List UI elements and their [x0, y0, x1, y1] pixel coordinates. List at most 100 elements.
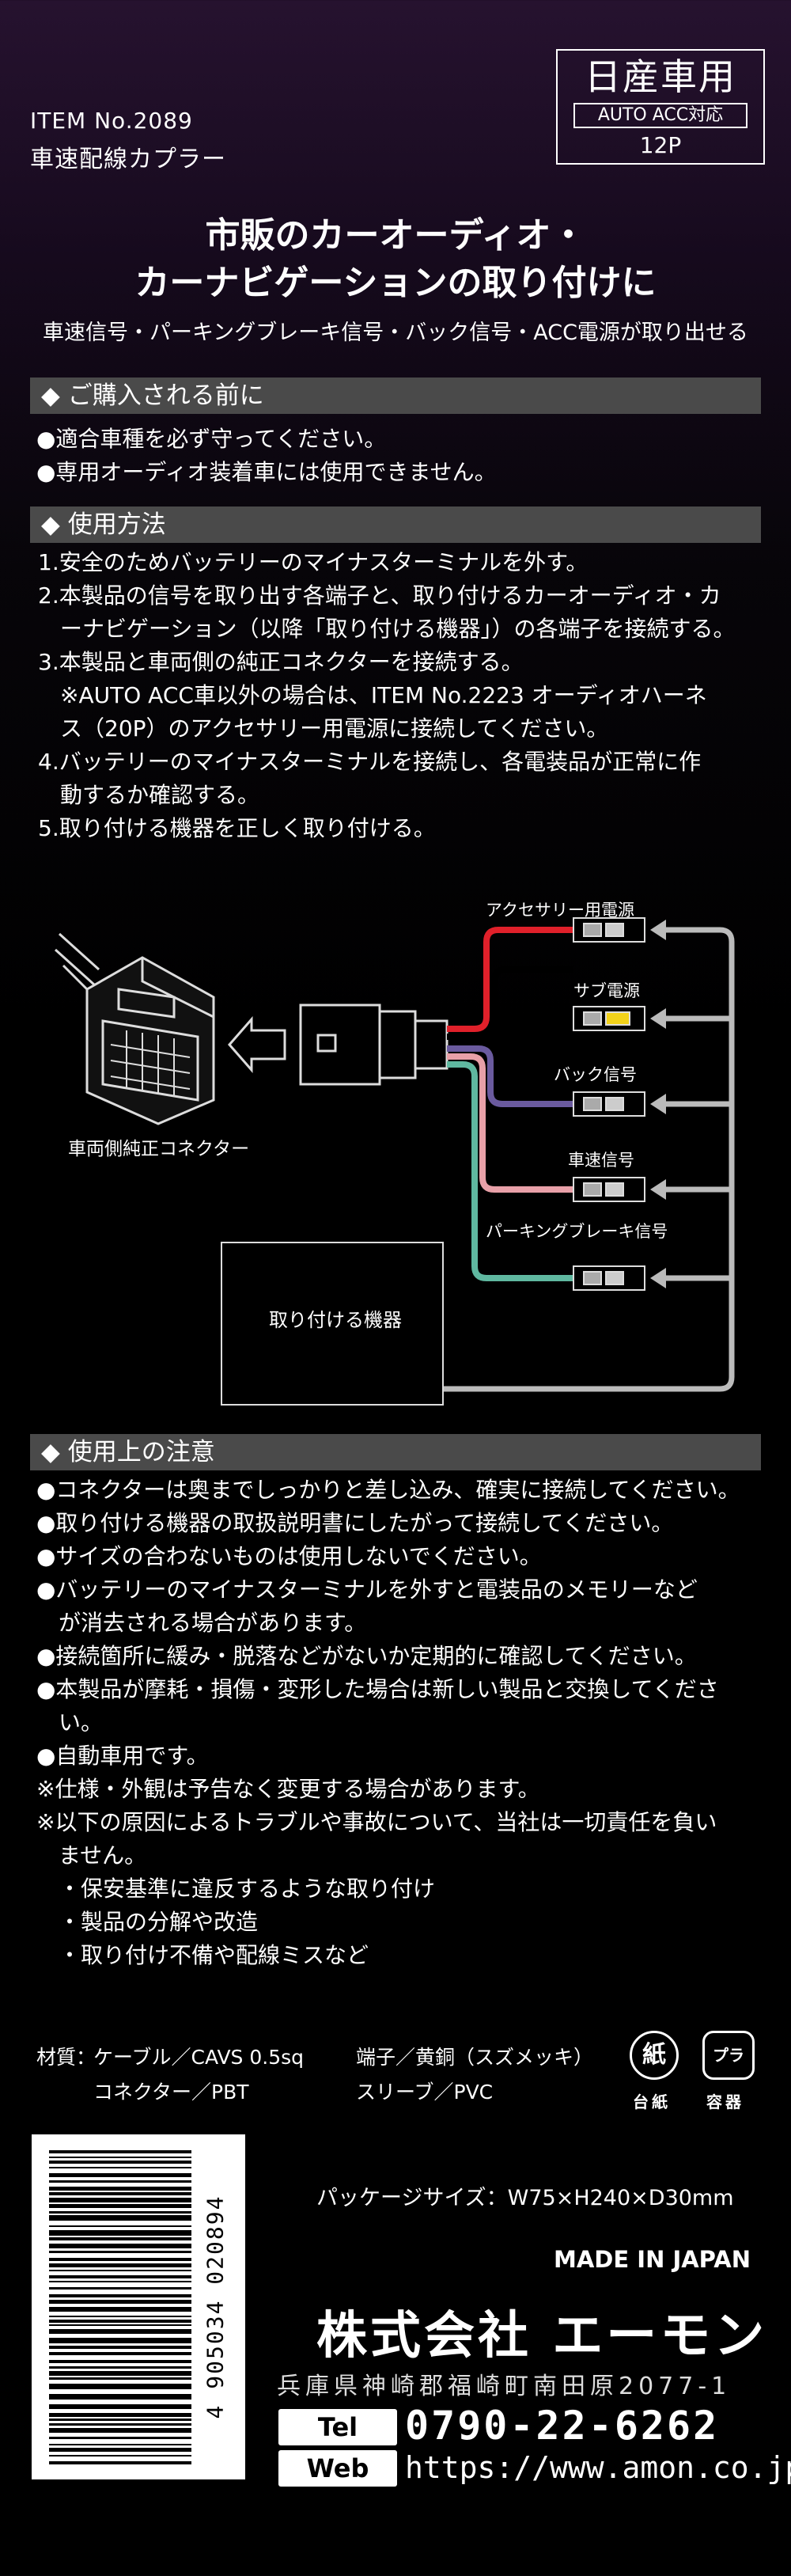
barcode-bar: [49, 2329, 191, 2334]
usage-line: ーナビゲーション（以降「取り付ける機器」）の各端子を接続する。: [38, 616, 736, 642]
barcode-bar: [49, 2300, 191, 2304]
list-item: ●適合車種を必ず守ってください。: [36, 426, 387, 452]
paper-recycle-icon: 紙: [630, 2031, 679, 2080]
tel-number: 0790-22-6262: [405, 2403, 720, 2449]
barcode-bar: [49, 2419, 191, 2421]
barcode-bar: [49, 2461, 191, 2464]
vehicle-badge: 日産車用 AUTO ACC対応 12P: [556, 49, 765, 165]
caution-line: ※仕様・外観は予告なく変更する場合があります。: [36, 1776, 540, 1802]
spec-sleeve: スリーブ／PVC: [356, 2081, 494, 2104]
caution-line: ません。: [36, 1842, 147, 1868]
caution-line: ●バッテリーのマイナスターミナルを外すと電装品のメモリーなど: [36, 1576, 698, 1603]
wire-label-back: バック信号: [554, 1065, 637, 1084]
cautions-list: ●コネクターは奥までしっかりと差し込み、確実に接続してください。 ●取り付ける機…: [36, 1474, 740, 1972]
wire-label-speed: 車速信号: [568, 1151, 634, 1170]
barcode-bar: [49, 2211, 191, 2214]
barcode-bar: [49, 2384, 191, 2389]
caution-line: ●本製品が摩耗・損傷・変形した場合は新しい製品と交換してくださ: [36, 1676, 719, 1702]
caution-line: ●取り付ける機器の取扱説明書にしたがって接続してください。: [36, 1510, 674, 1536]
item-number: ITEM No.2089: [30, 108, 193, 134]
barcode-bar: [49, 2258, 191, 2261]
barcode-bar: [49, 2294, 191, 2297]
vehicle-connector-label: 車両側純正コネクター: [68, 1139, 250, 1159]
barcode-bar: [49, 2444, 191, 2445]
product-connector-graphic: [299, 1003, 448, 1086]
barcode-bar: [49, 2428, 191, 2433]
barcode-number: 4 905034 020894: [202, 2195, 229, 2419]
headline-sub: 車速信号・パーキングブレーキ信号・バック信号・ACC電源が取り出せる: [43, 321, 748, 345]
barcode-bar: [49, 2187, 191, 2191]
plastic-recycle-icon: プラ: [702, 2031, 755, 2080]
barcode-bar: [49, 2423, 191, 2426]
caution-line: ・製品の分解や改造: [36, 1909, 259, 1935]
barcode-bar: [49, 2437, 191, 2439]
barcode-bar: [49, 2307, 191, 2312]
caution-line: が消去される場合があります。: [36, 1610, 367, 1636]
barcode-bar: [49, 2150, 191, 2153]
barcode-bar: [49, 2225, 191, 2227]
product-type: 車速配線カプラー: [30, 146, 226, 173]
caution-line: ●コネクターは奥までしっかりと差し込み、確実に接続してください。: [36, 1477, 740, 1503]
usage-line: 4.バッテリーのマイナスターミナルを接続し、各電装品が正常に作: [38, 749, 702, 775]
barcode: 4 905034 020894: [32, 2134, 245, 2479]
barcode-bar: [49, 2371, 191, 2376]
caution-line: ●サイズの合わないものは使用しないでください。: [36, 1543, 542, 1569]
headline-line-1: 市販のカーオーディオ・: [205, 215, 586, 256]
usage-line: ス（20P）のアクセサリー用電源に接続してください。: [38, 715, 609, 742]
tel-label: Tel: [278, 2409, 397, 2445]
made-in: MADE IN JAPAN: [554, 2246, 751, 2273]
barcode-bar: [49, 2157, 191, 2158]
terminal-back: [573, 1091, 645, 1117]
terminal-acc: [573, 917, 645, 943]
caution-line: ・保安基準に違反するような取り付け: [36, 1876, 436, 1902]
wire-bundle: [447, 927, 573, 1281]
barcode-bar: [49, 2204, 191, 2208]
barcode-bar: [49, 2324, 191, 2326]
barcode-bar: [49, 2377, 191, 2380]
barcode-bar: [49, 2338, 191, 2343]
caution-line: ・取り付け不備や配線ミスなど: [36, 1942, 369, 1968]
barcode-bar: [49, 2346, 191, 2349]
spec-connector: コネクター／PBT: [93, 2081, 249, 2104]
terminal-speed: [573, 1177, 645, 1202]
wiring-diagram: [54, 917, 735, 1406]
barcode-bar: [49, 2215, 191, 2221]
company-address: 兵庫県神崎郡福崎町南田原2077-1: [277, 2373, 732, 2400]
barcode-bar: [49, 2366, 191, 2369]
caution-line: ●自動車用です。: [36, 1743, 209, 1769]
barcode-bar: [49, 2173, 191, 2177]
barcode-bar: [49, 2275, 191, 2278]
barcode-bar: [49, 2237, 191, 2240]
barcode-bar: [49, 2167, 191, 2168]
arrow-heads: [650, 920, 666, 1288]
barcode-bar: [49, 2192, 191, 2195]
barcode-bar: [49, 2316, 191, 2317]
barcode-bar: [49, 2352, 191, 2355]
company-name: 株式会社 エーモン: [316, 2307, 768, 2365]
barcode-bar: [49, 2404, 191, 2409]
wire-label-acc: アクセサリー用電源: [486, 901, 634, 920]
badge-title: 日産車用: [585, 55, 736, 98]
barcode-bar: [49, 2281, 191, 2282]
usage-steps: 1.安全のためバッテリーのマイナスターミナルを外す。 2.本製品の信号を取り出す…: [38, 546, 735, 845]
wire-label-sub: サブ電源: [573, 981, 640, 1000]
plastic-recycle-label: 容器: [706, 2092, 744, 2111]
spec-cable: ケーブル／CAVS 0.5sq: [93, 2046, 305, 2069]
barcode-bar: [49, 2161, 191, 2164]
terminal-sub: [573, 1006, 645, 1031]
barcode-bar: [49, 2287, 191, 2290]
device-connections: [443, 927, 735, 1392]
caution-line: い。: [36, 1709, 104, 1736]
connect-arrow-icon: [228, 1016, 286, 1073]
usage-line: 5.取り付ける機器を正しく取り付ける。: [38, 815, 436, 841]
usage-line: ※AUTO ACC車以外の場合は、ITEM No.2223 オーディオハーネ: [38, 682, 707, 708]
badge-pin-count: 12P: [639, 132, 682, 158]
usage-line: 動するか確認する。: [38, 782, 260, 808]
wire-label-parking: パーキングブレーキ信号: [486, 1222, 668, 1241]
barcode-bar: [49, 2244, 191, 2248]
barcode-bar: [49, 2360, 191, 2363]
web-url[interactable]: https://www.amon.co.jp: [405, 2450, 791, 2485]
spec-terminal: 端子／黄銅（スズメッキ）: [356, 2046, 594, 2069]
device-label: 取り付ける機器: [269, 1309, 402, 1331]
terminal-parking: [573, 1265, 645, 1291]
